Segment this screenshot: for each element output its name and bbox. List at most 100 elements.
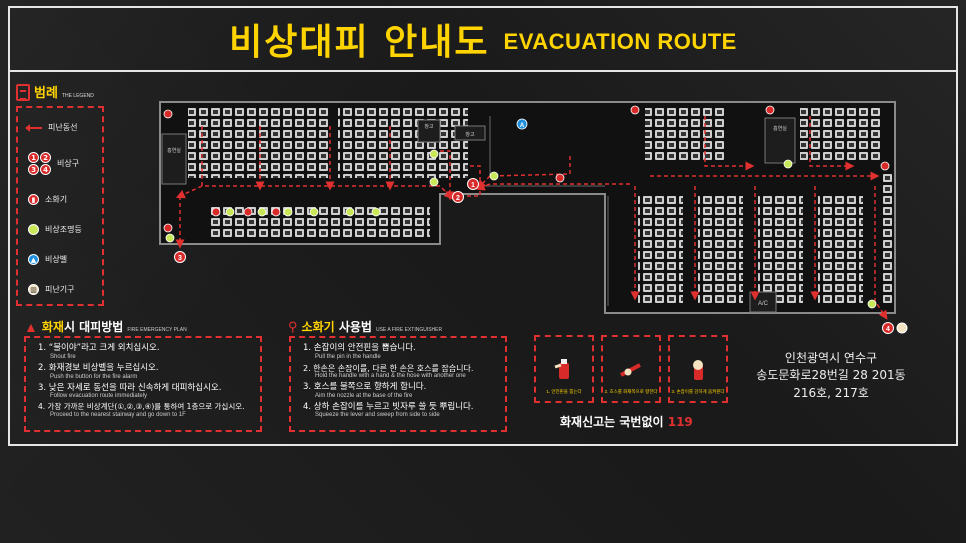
- exit-4-icon: 4: [40, 164, 51, 175]
- fire-extinguisher-icon: ▮: [28, 194, 39, 205]
- ext-step-en: Pull the pin in the handle: [315, 353, 381, 360]
- storage-label: 창고: [424, 123, 434, 130]
- exit-2-icon: [452, 191, 464, 203]
- legend-label: 소화기: [45, 195, 68, 204]
- exit-markers: 3 2 1 4: [174, 178, 908, 334]
- extinguisher-header: ⚲ 소화기 사용법 USE A FIRE EXTINGUISHER: [288, 318, 442, 335]
- clipboard-icon: [16, 84, 30, 101]
- seat-block: [188, 108, 328, 178]
- seat-block: [758, 196, 803, 306]
- fire-step: 1. “불이야”라고 크게 외치십시오.: [38, 343, 160, 353]
- numbered-exit-icons: 1 2 3 4: [28, 152, 51, 175]
- legend-item-extinguisher: ▮ 소화기: [28, 194, 67, 205]
- exit-4-icon: [882, 322, 894, 334]
- page-title-en: EVACUATION ROUTE: [503, 29, 737, 54]
- fire-step: 3. 낮은 자세로 동선을 따라 신속하게 대피하십시오.: [38, 382, 222, 393]
- storage-label: 창고: [465, 131, 475, 138]
- legend-box: 피난동선 1 2 3 4 비상구 ▮ 소화기 비상조명등 ▲ 비상벨 ▥ 피난기…: [16, 106, 104, 306]
- legend-label: 비상구: [57, 159, 80, 168]
- svg-text:3: 3: [178, 255, 182, 262]
- pull-pin-icon: [554, 359, 569, 379]
- legend-label: 비상벨: [45, 255, 68, 264]
- seat-block: [638, 196, 683, 306]
- fire-report: 화재신고는 국번없이 119: [560, 413, 693, 430]
- fire-plan-subtitle: FIRE EMERGENCY PLAN: [127, 327, 187, 333]
- extinguisher-icon: ⚲: [288, 319, 298, 334]
- address-line: 인천광역시 연수구: [784, 351, 878, 365]
- extinguisher-title: 소화기 사용법: [301, 320, 372, 334]
- seat-block: [338, 108, 468, 178]
- svg-text:1: 1: [471, 182, 475, 189]
- title-bar: 비상대피 안내도 EVACUATION ROUTE: [10, 8, 956, 72]
- exit-3-icon: [174, 251, 186, 263]
- fire-step-en: Proceed to the nearest stairway and go d…: [50, 411, 186, 418]
- legend-label: 피난동선: [48, 123, 78, 132]
- ac-label: A/C: [758, 301, 769, 307]
- legend-item-exit: 1 2 3 4 비상구: [28, 152, 79, 175]
- page-title: 비상대피 안내도: [229, 22, 490, 63]
- exit-3-icon: 3: [28, 164, 39, 175]
- fire-step: 2. 화재경보 비상벨을 누르십시오.: [38, 362, 159, 373]
- evacuation-equipment-icon: [896, 322, 908, 334]
- ext-card-aim-hose: 2. 호스를 화재쪽으로 향한다: [601, 335, 661, 403]
- seat-block: [645, 106, 725, 161]
- exit-2-icon: 2: [40, 152, 51, 163]
- extinguisher-subtitle: USE A FIRE EXTINGUISHER: [375, 327, 443, 333]
- emergency-light-icon: [28, 224, 39, 235]
- svg-text:4: 4: [886, 326, 890, 333]
- ext-step-en: Aim the nozzle at the base of the fire: [315, 392, 413, 399]
- smoking-room-label: 흡연실: [773, 125, 787, 132]
- seat-block: [818, 196, 863, 306]
- svg-text:2: 2: [456, 195, 460, 202]
- evacuation-equipment-icon: ▥: [28, 284, 39, 295]
- evacuation-frame: 비상대피 안내도 EVACUATION ROUTE: [8, 6, 958, 446]
- legend-item-bell: ▲ 비상벨: [28, 254, 67, 265]
- fire-extinguisher-icons: [163, 105, 890, 233]
- smoking-room-label: 흡연실: [167, 147, 181, 154]
- seat-block: [210, 206, 430, 238]
- legend-item-light: 비상조명등: [28, 224, 82, 235]
- fire-plan-panel: 1. “불이야”라고 크게 외치십시오. Shout fire 2. 화재경보 …: [24, 336, 262, 432]
- emergency-bell-icon: ▲: [28, 254, 39, 265]
- flame-icon: ▲: [24, 319, 38, 335]
- aim-hose-icon: [620, 363, 641, 377]
- legend-title: 범례: [34, 86, 58, 101]
- legend-item-equipment: ▥ 피난기구: [28, 284, 74, 295]
- seat-block: [698, 196, 743, 306]
- exit-1-icon: 1: [28, 152, 39, 163]
- legend-label: 피난기구: [45, 285, 75, 294]
- ext-card-squeeze: 3. 손잡이를 강하게 움켜쥔다: [668, 335, 728, 403]
- fire-step: 4. 가장 가까운 비상계단(①,②,③,④)를 통하여 1층으로 가십시오.: [38, 402, 245, 412]
- ext-card-caption: 1. 안전핀을 뽑는다: [546, 389, 582, 394]
- evacuation-routes: [175, 116, 888, 320]
- ext-step: 1. 손잡이의 안전핀을 뽑습니다.: [303, 343, 416, 353]
- emergency-light-icons: [165, 149, 877, 309]
- fire-step-en: Push the button for the fire alarm: [50, 373, 138, 380]
- red-dashed-arrow-icon: [25, 123, 42, 132]
- floor-plan: 흡연실 흡연실 창고 A/C 창고 3 2 1 4: [159, 101, 908, 334]
- seat-block: [882, 171, 894, 306]
- ext-step: 2. 한손은 손잡이를, 다른 한 손은 호스를 잡습니다.: [303, 363, 474, 373]
- legend-label: 비상조명등: [45, 225, 82, 234]
- exit-1-icon: [467, 178, 479, 190]
- ext-step-en: Squeeze the lever and sweep from side to…: [315, 412, 440, 419]
- address-block: 인천광역시 연수구 송도문화로28번길 28 201동 216호, 217호: [748, 350, 914, 402]
- emergency-number: 119: [667, 415, 693, 429]
- legend-item-route: 피난동선: [25, 122, 78, 133]
- legend-header: 범례 THE LEGEND: [16, 82, 94, 101]
- seat-block: [800, 106, 880, 161]
- svg-text:A: A: [520, 123, 525, 129]
- fire-plan-header: ▲ 화재시 대피방법 FIRE EMERGENCY PLAN: [24, 318, 187, 335]
- emergency-bell-icon: [516, 118, 528, 130]
- ext-card-pull-pin: 1. 안전핀을 뽑는다: [534, 335, 594, 403]
- extinguisher-panel: 1. 손잡이의 안전핀을 뽑습니다. Pull the pin in the h…: [289, 336, 507, 432]
- ext-card-caption: 3. 손잡이를 강하게 움켜쥔다: [671, 389, 725, 394]
- legend-subtitle: THE LEGEND: [61, 93, 94, 99]
- fire-step-en: Follow evacuation route immediately: [50, 393, 148, 400]
- address-line: 216호, 217호: [793, 385, 869, 400]
- fire-report-text: 화재신고는 국번없이: [560, 415, 668, 429]
- ext-step-en: Hold the handle with a hand & the hose w…: [315, 372, 466, 379]
- ext-step: 4. 상하 손잡이를 누르고 빗자루 쓸 듯 뿌립니다.: [303, 401, 474, 412]
- fire-plan-title: 화재시 대피방법: [41, 320, 124, 334]
- fire-step-en: Shout fire: [50, 353, 76, 360]
